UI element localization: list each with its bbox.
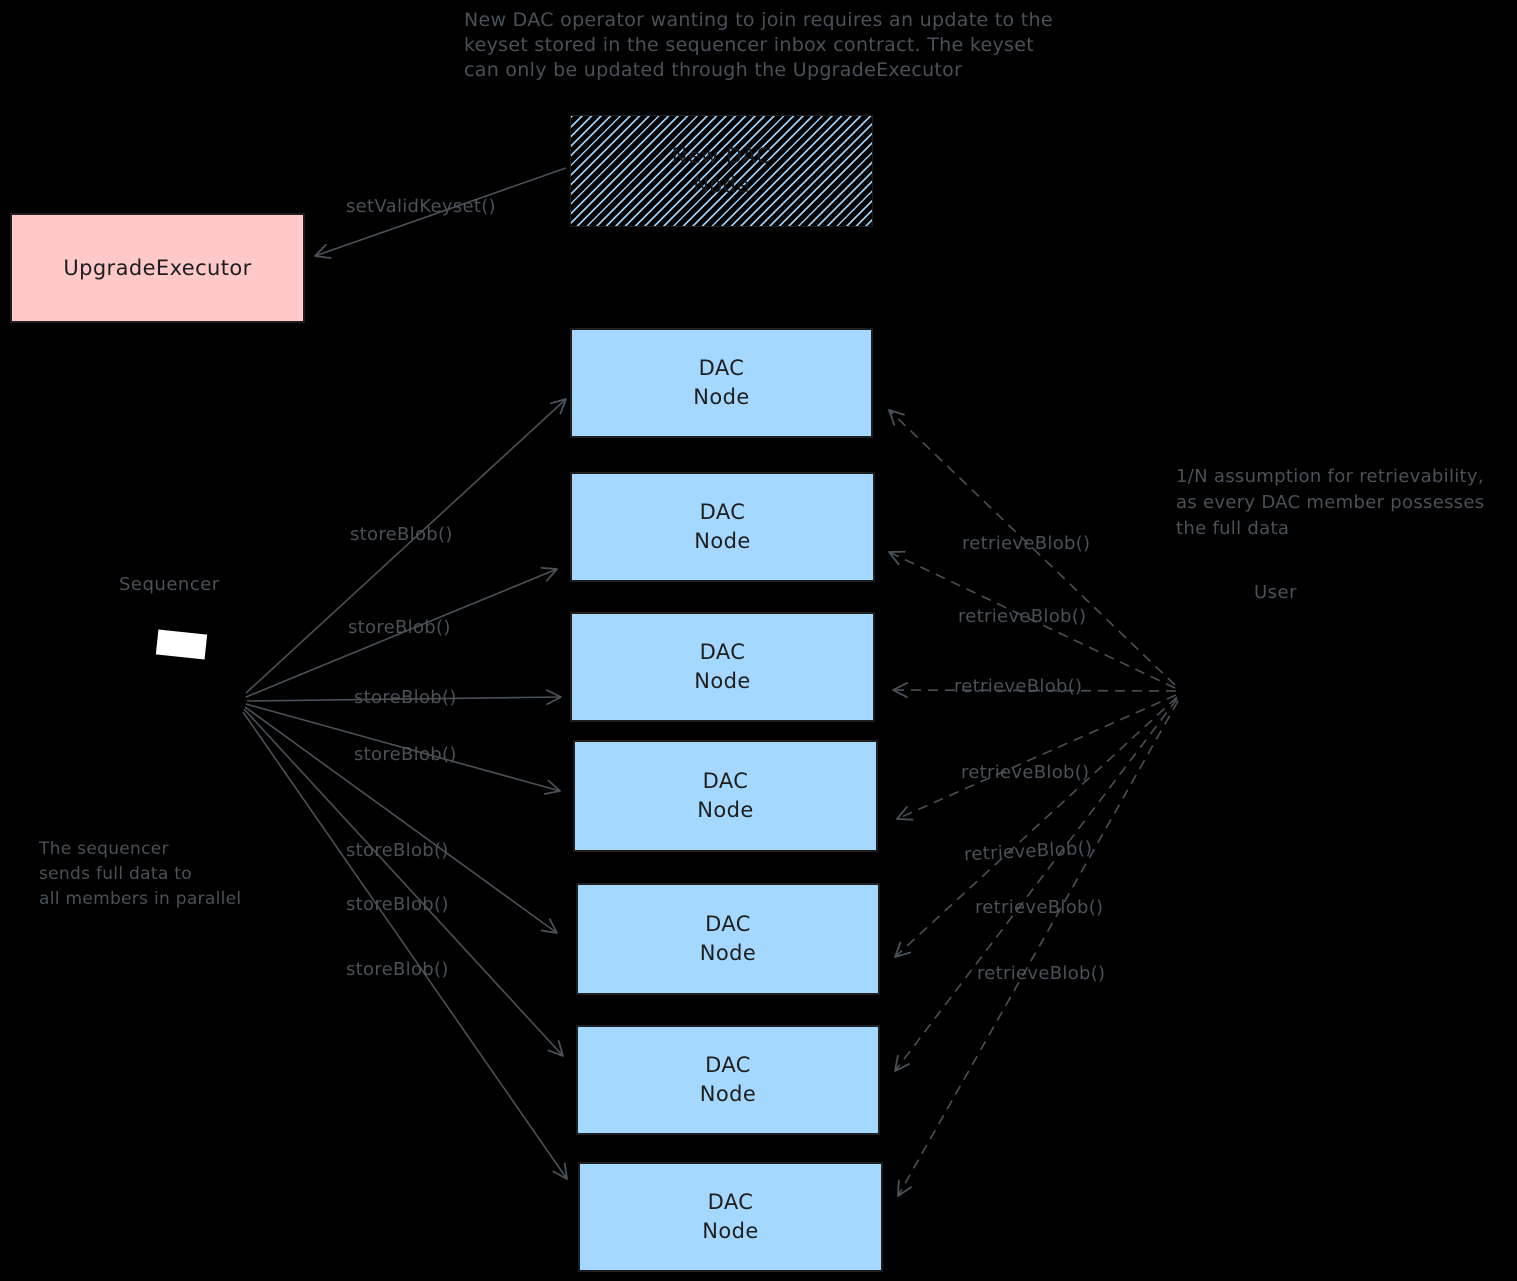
retrieve-blob-label: retrieveBlob() (975, 897, 1104, 918)
store-arrow (242, 711, 568, 1180)
store-blob-label: storeBlob() (350, 524, 453, 545)
retrieve-arrow (892, 682, 1177, 698)
store-blob-label: storeBlob() (354, 687, 457, 708)
store-arrow (245, 398, 567, 694)
dac-node: DAC Node (570, 328, 873, 438)
dac-node-label: DAC Node (697, 769, 754, 822)
store-arrow (245, 703, 561, 795)
note-sequencer-parallel: The sequencer sends full data to all mem… (39, 839, 242, 909)
dac-node: DAC Node (573, 740, 878, 852)
store-arrow (245, 566, 558, 698)
retrieve-blob-label: retrieveBlob() (961, 762, 1090, 783)
upgrade-executor-node: UpgradeExecutor (10, 213, 305, 323)
dac-node-label: DAC Node (694, 640, 751, 693)
retrieve-arrow (896, 694, 1177, 821)
store-blob-label: storeBlob() (346, 894, 449, 915)
retrieve-blob-label: retrieveBlob() (962, 533, 1091, 554)
store-blob-label: storeBlob() (346, 840, 449, 861)
dac-node: DAC Node (578, 1162, 883, 1272)
note-one-of-n-assumption: 1/N assumption for retrievability, as ev… (1176, 466, 1485, 539)
retrieve-arrow (894, 698, 1178, 1072)
dac-node-label: DAC Node (694, 500, 751, 553)
dac-node: DAC Node (576, 883, 880, 995)
upgrade-executor-label: UpgradeExecutor (63, 255, 252, 280)
store-blob-label: storeBlob() (348, 617, 451, 638)
new-dac-node-label: New DAC Node (671, 144, 772, 197)
user-label: User (1254, 582, 1298, 603)
sequencer-label: Sequencer (119, 574, 220, 595)
retrieve-arrow (897, 700, 1179, 1197)
new-dac-node: New DAC Node (570, 115, 873, 227)
set-valid-keyset-arrow (314, 167, 567, 259)
retrieve-arrow (888, 409, 1176, 686)
retrieve-arrow (888, 550, 1176, 689)
dac-node: DAC Node (570, 612, 875, 722)
store-arrow (243, 708, 564, 1057)
retrieve-arrow (894, 696, 1178, 958)
retrieve-blob-label: retrieveBlob() (954, 676, 1083, 697)
retrieve-blob-label: retrieveBlob() (977, 963, 1106, 984)
dac-node: DAC Node (570, 472, 875, 582)
note-new-dac-operator: New DAC operator wanting to join require… (464, 9, 1053, 81)
store-blob-label: storeBlob() (354, 744, 457, 765)
dac-node-label: DAC Node (702, 1190, 759, 1243)
dac-node-label: DAC Node (699, 912, 757, 965)
dac-node-label: DAC Node (699, 1053, 757, 1106)
store-arrow (246, 689, 562, 706)
store-blob-label: storeBlob() (346, 959, 449, 980)
retrieve-blob-label: retrieveBlob() (958, 606, 1087, 627)
store-arrow (244, 706, 558, 934)
dac-node-label: DAC Node (693, 356, 750, 409)
set-valid-keyset-label: setValidKeyset() (346, 196, 496, 217)
dac-node: DAC Node (576, 1025, 880, 1135)
sequencer-shape (155, 629, 208, 660)
